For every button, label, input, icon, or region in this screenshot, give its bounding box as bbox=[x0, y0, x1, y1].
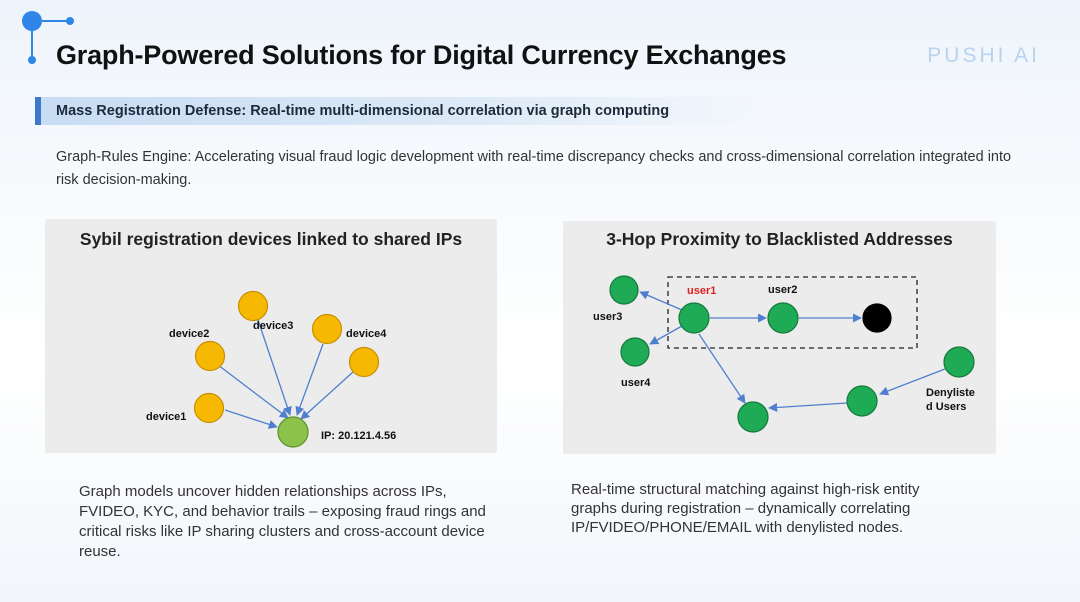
denylist-label-line2: d Users bbox=[926, 401, 966, 413]
ip-label: IP: 20.121.4.56 bbox=[321, 430, 396, 442]
edge-user1-node5 bbox=[698, 333, 746, 404]
denylisted-user-node bbox=[943, 346, 975, 378]
section-heading: Mass Registration Defense: Real-time mul… bbox=[56, 103, 670, 119]
intermediate-node bbox=[846, 385, 878, 417]
left-diagram-panel bbox=[45, 219, 497, 453]
device2-node bbox=[194, 340, 226, 372]
device3-label: device3 bbox=[253, 320, 293, 332]
left-panel-title: Sybil registration devices linked to sha… bbox=[79, 229, 463, 249]
hop-boundary-box bbox=[667, 276, 918, 349]
section-heading-accent bbox=[35, 97, 41, 125]
blacklist-proximity-graph: user1 user2 user3 user4 Denyliste d User… bbox=[593, 275, 975, 433]
user4-node bbox=[620, 337, 650, 367]
device4-label: device4 bbox=[346, 328, 387, 340]
ip-node bbox=[277, 416, 309, 448]
page-title: Graph-Powered Solutions for Digital Curr… bbox=[56, 40, 787, 70]
right-panel-title: 3-Hop Proximity to Blacklisted Addresses bbox=[606, 229, 953, 249]
user3-label: user3 bbox=[593, 311, 622, 323]
sybil-device-graph: device3 device2 device4 device1 IP: 20.1… bbox=[146, 290, 396, 448]
device1-node bbox=[193, 392, 225, 424]
section-description: Graph-Rules Engine: Accelerating visual … bbox=[56, 149, 1012, 188]
device3-node bbox=[237, 290, 269, 322]
edge-user1-user3 bbox=[639, 291, 683, 311]
edge-user1-user4 bbox=[649, 325, 683, 345]
edge-device3-ip bbox=[257, 319, 292, 416]
user2-node bbox=[767, 302, 799, 334]
user4-label: user4 bbox=[621, 377, 651, 389]
device2-label: device2 bbox=[169, 328, 209, 340]
left-panel-caption: Graph models uncover hidden relationship… bbox=[79, 483, 486, 560]
device4-node bbox=[311, 313, 343, 345]
right-panel-caption: Real-time structural matching against hi… bbox=[571, 481, 920, 536]
device5-node bbox=[348, 346, 380, 378]
logo-icon bbox=[22, 11, 74, 64]
edge-device2-ip bbox=[217, 364, 289, 419]
edge-denylist-node6 bbox=[879, 368, 946, 396]
section-heading-bar bbox=[35, 97, 765, 125]
user2-label: user2 bbox=[768, 284, 797, 296]
edge-device1-ip bbox=[224, 409, 278, 429]
user1-label: user1 bbox=[687, 285, 716, 297]
brand-logo-text: PUSHI AI bbox=[927, 44, 1040, 67]
edge-device4-ip bbox=[295, 343, 324, 416]
device1-label: device1 bbox=[146, 411, 186, 423]
user3-node bbox=[609, 275, 639, 305]
denylist-label-line1: Denyliste bbox=[926, 387, 975, 399]
edge-node6-node5 bbox=[768, 402, 848, 413]
blacklist-node bbox=[862, 303, 892, 333]
edge-device5-ip bbox=[300, 371, 354, 420]
user1-node bbox=[678, 302, 710, 334]
linked-node bbox=[737, 401, 769, 433]
